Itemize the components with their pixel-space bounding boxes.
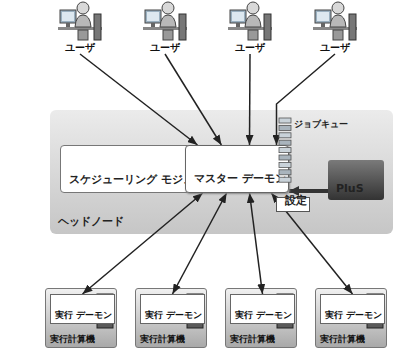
box-label: 実行 デーモン	[145, 310, 202, 321]
box-label: 設定	[285, 195, 307, 206]
region-label: 実行計算機	[140, 334, 185, 345]
exec-daemon-box: 実行 デーモン	[50, 294, 115, 324]
plus-box: PluS	[328, 160, 384, 200]
box-label: マスター デーモン	[194, 170, 286, 187]
compute-node: 実行計算機 実行 デーモン	[315, 288, 387, 348]
queue-stack	[278, 116, 292, 186]
box-label: 実行 デーモン	[235, 310, 292, 321]
user-label: ユーザ	[220, 42, 280, 54]
exec-daemon-box: 実行 デーモン	[140, 294, 205, 324]
exec-daemon-box: 実行 デーモン	[320, 294, 385, 324]
user-node: ユーザ	[135, 0, 195, 54]
connector	[289, 189, 328, 193]
user-icon	[58, 0, 102, 42]
compute-node: 実行計算機 実行 デーモン	[135, 288, 207, 348]
region-label: ジョブキュー	[294, 120, 303, 181]
job-queue: ジョブキュー	[278, 116, 308, 186]
user-icon	[313, 0, 357, 42]
box-label: PluS	[336, 182, 364, 195]
user-label: ユーザ	[305, 42, 365, 54]
region-label: 実行計算機	[320, 334, 365, 345]
user-icon	[143, 0, 187, 42]
region-label: 実行計算機	[50, 334, 95, 345]
user-node: ユーザ	[305, 0, 365, 54]
head-node-band: ヘッドノードスケジューリング モジュールマスター デーモンジョブキュー設定Plu…	[50, 110, 393, 234]
box-label: 実行 デーモン	[55, 310, 112, 321]
user-label: ユーザ	[50, 42, 110, 54]
compute-node: 実行計算機 実行 デーモン	[45, 288, 117, 348]
user-node: ユーザ	[50, 0, 110, 54]
compute-node: 実行計算機 実行 デーモン	[225, 288, 297, 348]
user-icon	[228, 0, 272, 42]
user-node: ユーザ	[220, 0, 280, 54]
box-label: 実行 デーモン	[325, 310, 382, 321]
region-label: 実行計算機	[230, 334, 275, 345]
config-box: 設定	[276, 197, 310, 212]
region-label: ヘッドノード	[58, 214, 124, 229]
exec-daemon-box: 実行 デーモン	[230, 294, 295, 324]
user-label: ユーザ	[135, 42, 195, 54]
master-daemon-box: マスター デーモン	[185, 145, 289, 193]
